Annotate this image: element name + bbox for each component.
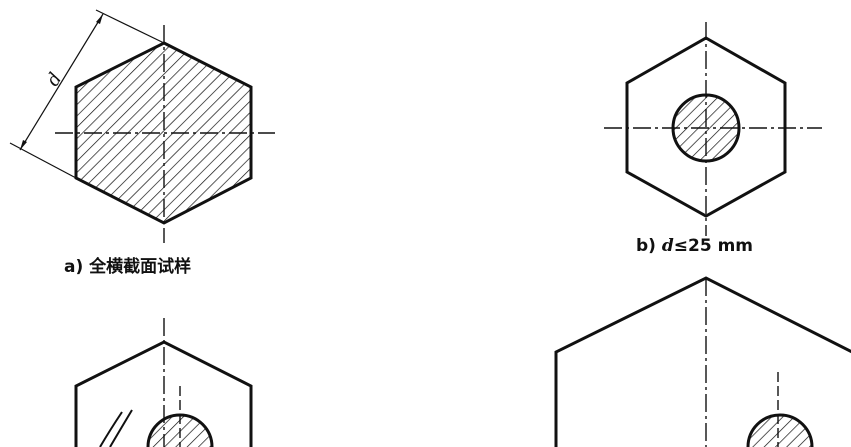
dimension-line-d	[19, 13, 104, 151]
dimension-extension-bottom	[9, 142, 77, 179]
dimension-extension-top	[95, 9, 165, 44]
break-mark-c	[99, 409, 133, 447]
diagram-d-partial	[554, 276, 851, 447]
specimen-circle-c-hatched	[146, 413, 214, 447]
dimension-label-d: d	[42, 69, 66, 90]
diagram-a-full-section: d	[9, 9, 275, 243]
diagram-c-partial	[74, 318, 253, 447]
caption-a-text: 全横截面试样	[89, 257, 192, 277]
caption-a: a) 全横截面试样	[64, 252, 191, 277]
specimen-circle-d-hatched	[746, 413, 814, 447]
dimension-arrow-top	[96, 14, 103, 24]
hexagon-b-outline	[625, 36, 787, 218]
caption-b-var: d	[661, 236, 674, 256]
caption-b-prefix: b)	[636, 236, 656, 256]
caption-b: b) d≤25 mm	[636, 236, 753, 256]
caption-a-prefix: a)	[64, 257, 84, 277]
dimension-arrow-bottom	[20, 140, 27, 150]
hexagon-d-outline	[554, 276, 851, 447]
caption-b-text: ≤25 mm	[673, 236, 754, 256]
diagram-b-small-specimen	[604, 22, 822, 236]
